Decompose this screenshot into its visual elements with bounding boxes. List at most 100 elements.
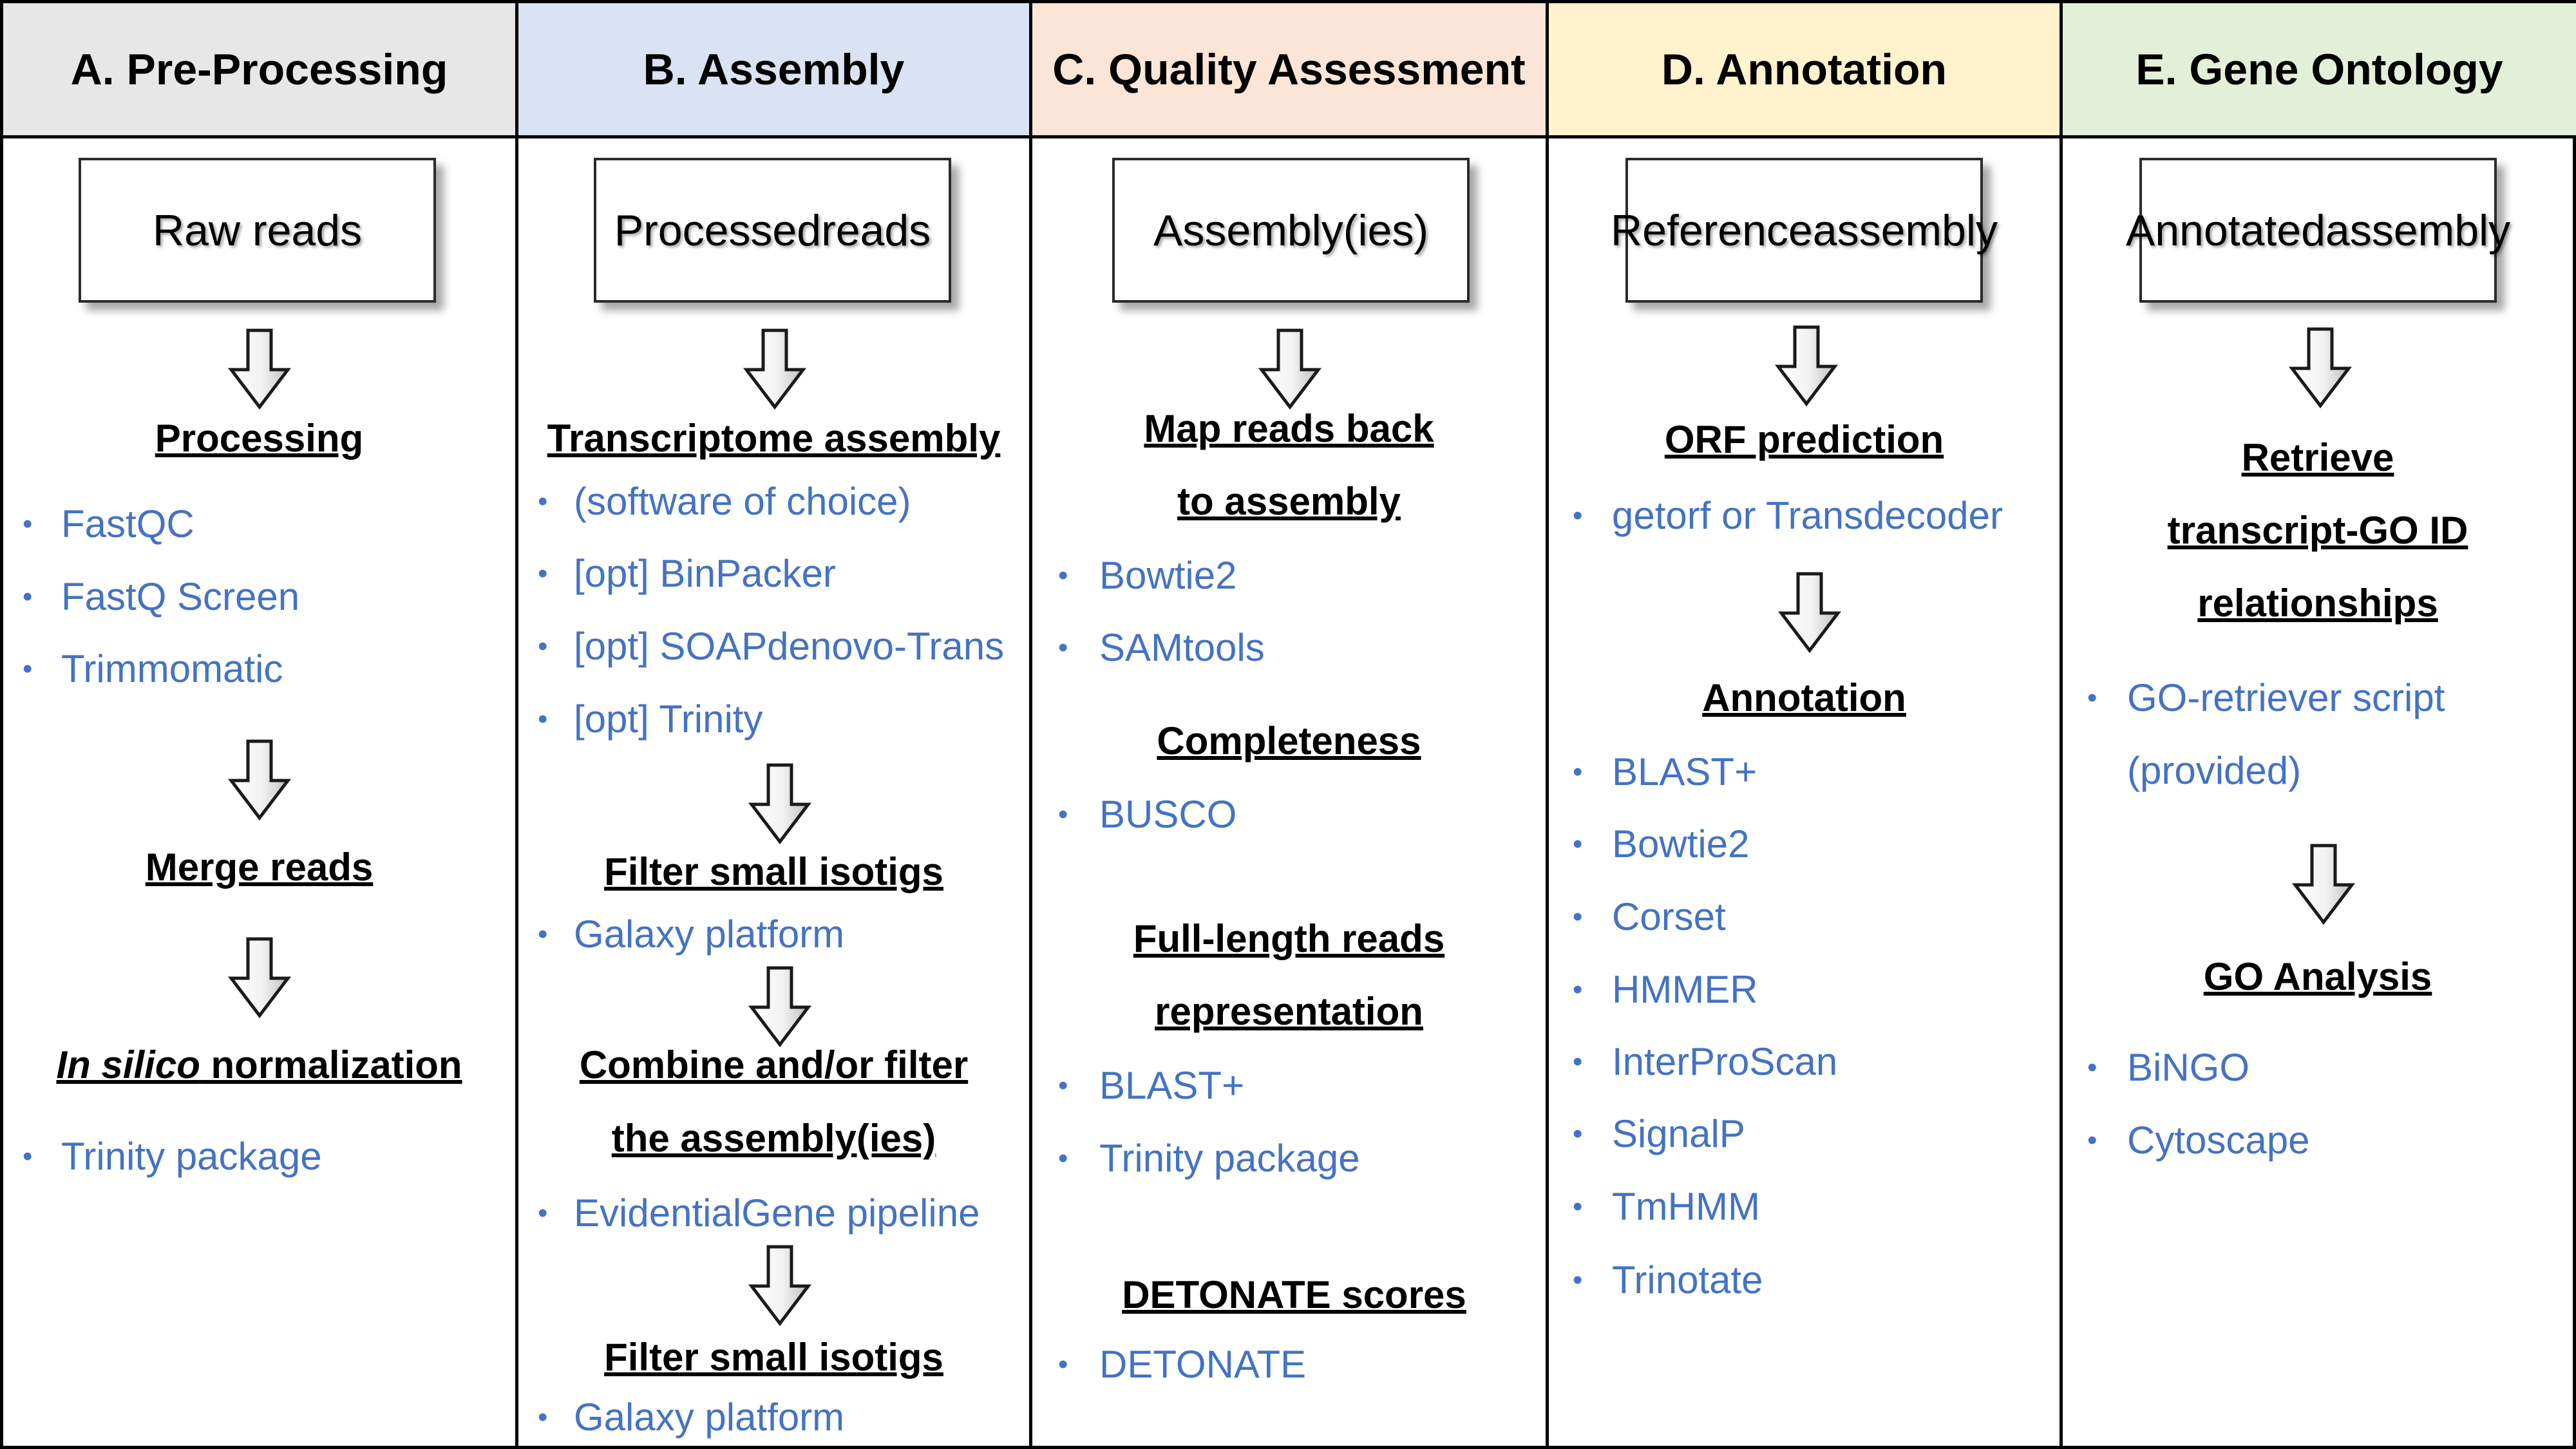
tool-fastqc: FastQC	[61, 502, 194, 545]
bullet: •	[538, 1401, 548, 1433]
down-arrow-icon	[1258, 328, 1322, 410]
tool-galaxy-platform: Galaxy platform	[574, 913, 845, 956]
down-arrow-icon	[1774, 325, 1839, 407]
box-line: Reference	[1611, 205, 1813, 255]
tool-fastq-screen: FastQ Screen	[61, 575, 300, 618]
bullet: •	[1058, 799, 1068, 830]
bullet: •	[1573, 1191, 1583, 1222]
title-in-silico-normalization: In silico normalization	[3, 1029, 515, 1101]
tool-soapdenovo-trans: [opt] SOAPdenovo-Trans	[574, 625, 1005, 668]
tool-blast: BLAST+	[1099, 1064, 1245, 1107]
bullet: •	[538, 630, 548, 662]
tool-bowtie2: Bowtie2	[1099, 554, 1237, 597]
box-line: assembly	[1812, 205, 1998, 255]
tool-busco: BUSCO	[1099, 793, 1237, 836]
header-pre-processing: A. Pre-Processing	[3, 3, 515, 138]
tool-trimmomatic: Trimmomatic	[61, 647, 283, 690]
column-pre-processing: A. Pre-Processing Raw reads Processing •…	[3, 3, 518, 1449]
title-italic-part: In silico	[56, 1043, 200, 1086]
bullet: •	[23, 1141, 33, 1172]
title-map-reads-back: Map reads back	[1144, 407, 1434, 450]
tool-trinotate: Trinotate	[1612, 1258, 1763, 1302]
title-rest-part: normalization	[200, 1043, 462, 1086]
bullet: •	[1058, 1142, 1068, 1174]
bullet: •	[1058, 560, 1068, 591]
tool-tmhmm: TmHMM	[1612, 1185, 1760, 1228]
title-filter-small-isotigs: Filter small isotigs	[604, 850, 943, 893]
title-transcript-go-id: transcript-GO ID	[2167, 509, 2468, 552]
bullet: •	[2087, 682, 2098, 714]
title-combine-filter: Combine and/or filter	[579, 1043, 969, 1086]
title-detonate-scores: DETONATE scores	[1122, 1273, 1466, 1316]
title-annotation: Annotation	[1702, 676, 1906, 719]
tool-samtools: SAMtools	[1099, 626, 1265, 669]
bullet: •	[1573, 828, 1583, 860]
box-line: assembly	[2325, 205, 2511, 255]
title-transcriptome-assembly: Transcriptome assembly	[547, 417, 1001, 460]
down-arrow-icon	[227, 739, 292, 821]
tool-go-retriever: GO-retriever script	[2127, 676, 2445, 719]
bullet: •	[2087, 1124, 2098, 1156]
down-arrow-icon	[227, 328, 292, 410]
bullet: •	[1058, 632, 1068, 663]
title-to-assembly: to assembly	[1177, 480, 1401, 523]
tool-binpacker: [opt] BinPacker	[574, 552, 836, 595]
box-assemblies: Assembly(ies)	[1112, 158, 1470, 303]
down-arrow-icon	[743, 328, 807, 410]
down-arrow-icon	[227, 937, 292, 1019]
title-representation: representation	[1155, 990, 1423, 1033]
tool-software-of-choice: (software of choice)	[574, 480, 911, 523]
down-arrow-icon	[748, 966, 812, 1048]
column-quality-assessment: C. Quality Assessment Assembly(ies) Map …	[1032, 3, 1549, 1449]
header-quality-assessment: C. Quality Assessment	[1032, 3, 1546, 138]
title-processing: Processing	[155, 417, 364, 460]
header-gene-ontology: E. Gene Ontology	[2063, 3, 2576, 138]
box-line: reads	[821, 205, 931, 255]
box-line: Processed	[614, 205, 822, 255]
bullet: •	[1573, 500, 1583, 531]
title-merge-reads: Merge reads	[145, 846, 374, 889]
title-full-length-reads: Full-length reads	[1133, 917, 1445, 960]
title-relationships: relationships	[2197, 582, 2438, 625]
tool-signalp: SignalP	[1612, 1112, 1745, 1155]
tool-evidentialgene: EvidentialGene pipeline	[574, 1191, 980, 1235]
tool-trinity-package: Trinity package	[61, 1135, 322, 1178]
bullet: •	[2087, 1052, 2098, 1083]
bullet: •	[1573, 1046, 1583, 1077]
down-arrow-icon	[748, 763, 812, 845]
down-arrow-icon	[2288, 327, 2353, 409]
bullet: •	[23, 581, 33, 612]
bullet: •	[1573, 974, 1583, 1005]
title-orf-prediction: ORF prediction	[1664, 418, 1944, 461]
tool-corset: Corset	[1612, 895, 1726, 938]
tool-cytoscape: Cytoscape	[2127, 1119, 2310, 1162]
bullet: •	[538, 486, 548, 517]
tool-go-retriever-provided: (provided)	[2127, 749, 2302, 792]
tool-hmmer: HMMER	[1612, 968, 1758, 1011]
down-arrow-icon	[748, 1245, 812, 1327]
title-filter-small-isotigs-2: Filter small isotigs	[604, 1336, 943, 1379]
bullet: •	[1058, 1070, 1068, 1101]
box-line: Annotated	[2125, 205, 2325, 255]
title-the-assemblies: the assembly(ies)	[611, 1117, 936, 1160]
bullet: •	[538, 918, 548, 950]
header-annotation: D. Annotation	[1549, 3, 2060, 138]
title-retrieve: Retrieve	[2241, 436, 2394, 479]
bullet: •	[538, 558, 548, 589]
title-completeness: Completeness	[1157, 719, 1421, 762]
tool-detonate: DETONATE	[1099, 1343, 1307, 1386]
bullet: •	[1573, 756, 1583, 788]
down-arrow-icon	[2291, 844, 2356, 925]
header-assembly: B. Assembly	[518, 3, 1029, 138]
tool-trinity: [opt] Trinity	[574, 697, 763, 741]
bullet: •	[1573, 901, 1583, 933]
tool-getorf-transdecoder: getorf or Transdecoder	[1612, 494, 2003, 537]
bullet: •	[1058, 1349, 1068, 1380]
title-go-analysis: GO Analysis	[2203, 955, 2432, 998]
